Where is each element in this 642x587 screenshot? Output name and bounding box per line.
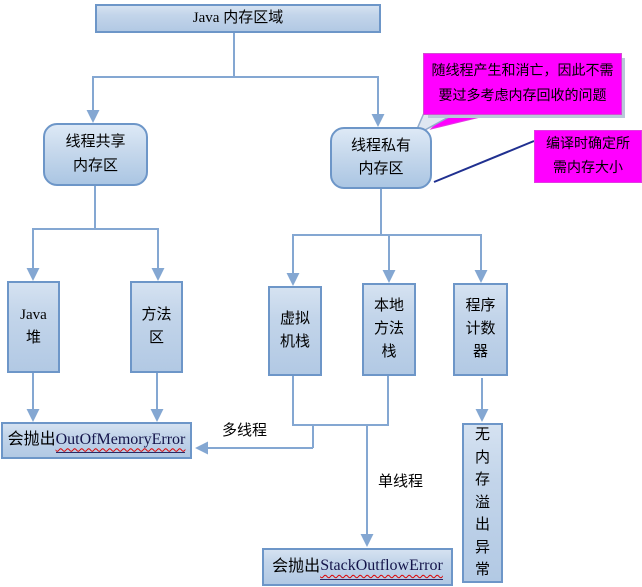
node-pc-register-line2: 计数 — [465, 320, 496, 337]
node-native-method-stack-line2: 方法 — [373, 320, 404, 337]
node-no-memory-overflow: 无内存溢出异常 — [462, 423, 503, 583]
callout-compile-time-size-line1: 编译时确定所 — [546, 137, 630, 153]
node-pc-register: 程序 计数 器 — [453, 283, 508, 376]
annotation-line-compile — [433, 140, 535, 183]
node-pc-register-line1: 程序 — [465, 297, 496, 314]
node-no-memory-overflow-label: 无内存溢出异常 — [474, 427, 490, 579]
node-pc-register-line3: 器 — [472, 344, 488, 361]
callout-compile-time-size-line2: 需内存大小 — [553, 160, 623, 176]
oom-error-text: OutOfMemoryError — [55, 428, 186, 454]
edge-label-multithread: 多线程 — [222, 423, 268, 439]
node-java-heap: Java 堆 — [7, 281, 60, 373]
node-thread-private-line2: 内存区 — [358, 161, 404, 177]
sof-error-text: StackOutflowError — [320, 554, 443, 580]
sof-prefix: 会抛出 — [272, 557, 321, 575]
callout-thread-lifecycle-line2: 要过多考虑内存回收的问题 — [438, 89, 607, 104]
node-vm-stack-line1: 虚拟 — [279, 310, 310, 327]
node-thread-private-line1: 线程私有 — [350, 137, 411, 154]
callout-thread-lifecycle: 随线程产生和消亡，因此不需 要过多考虑内存回收的问题 — [423, 53, 622, 115]
node-thread-private: 线程私有 内存区 — [330, 127, 432, 189]
node-method-area-line2: 区 — [148, 330, 164, 346]
node-java-heap-line1: Java — [20, 306, 47, 323]
node-thread-shared: 线程共享 内存区 — [43, 123, 148, 186]
oom-prefix: 会抛出 — [7, 431, 56, 449]
node-native-method-stack-line1: 本地 — [373, 297, 404, 314]
node-native-method-stack: 本地 方法 栈 — [362, 283, 416, 376]
node-java-memory-area: Java 内存区域 — [95, 4, 381, 33]
node-java-memory-area-label: Java 内存区域 — [192, 9, 284, 26]
node-thread-shared-line2: 内存区 — [72, 157, 118, 174]
edge-label-singlethread: 单线程 — [378, 474, 424, 490]
node-sof-error: 会抛出 StackOutflowError — [262, 548, 453, 586]
callout-thread-lifecycle-line1: 随线程产生和消亡，因此不需 — [431, 63, 614, 79]
callout-compile-time-size: 编译时确定所 需内存大小 — [534, 130, 642, 183]
node-method-area-line1: 方法 — [141, 306, 172, 323]
node-thread-shared-line1: 线程共享 — [65, 134, 126, 151]
node-method-area: 方法 区 — [130, 281, 183, 373]
node-vm-stack: 虚拟 机栈 — [268, 286, 322, 376]
node-vm-stack-line2: 机栈 — [279, 334, 310, 350]
node-java-heap-line2: 堆 — [25, 330, 41, 346]
node-oom-error: 会抛出 OutOfMemoryError — [1, 422, 192, 459]
node-native-method-stack-line3: 栈 — [381, 344, 397, 361]
